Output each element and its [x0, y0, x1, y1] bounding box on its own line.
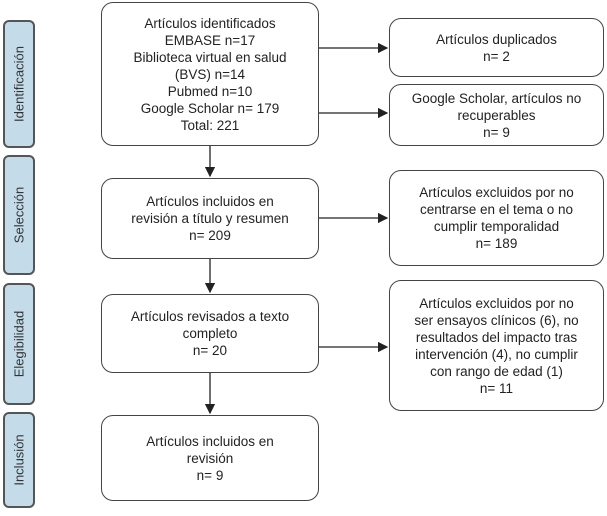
text-line: n= 9 — [483, 124, 510, 140]
text-line: n= 209 — [189, 228, 231, 243]
text-line: resultados del impacto tras — [415, 329, 578, 345]
text-line: (BVS) n=14 — [174, 66, 246, 82]
text-line: Artículos incluidos en — [146, 194, 274, 209]
text-line: n= 189 — [475, 236, 518, 251]
text-line: Total: 221 — [180, 117, 240, 133]
text-line: Artículos revisados a texto — [130, 309, 290, 324]
text-line: ser ensayos clínicos (6), no — [414, 312, 579, 328]
box-identified: Artículos identificados EMBASE n=17 Bibl… — [101, 2, 319, 146]
text-line: Artículos excluidos por no — [419, 185, 574, 200]
stage-inclusion: Inclusión — [3, 412, 35, 508]
text-line: n= 2 — [483, 48, 510, 64]
text-line: con rango de edad (1) — [430, 363, 563, 379]
text-line: Google Scholar, artículos no — [411, 90, 582, 106]
text-line: completo — [182, 326, 238, 341]
text-line: Artículos excluidos por no — [419, 295, 574, 311]
text-line: Artículos incluidos en — [146, 433, 274, 449]
text-line: EMBASE n=17 — [164, 32, 256, 48]
text-line: revisión — [186, 450, 234, 466]
text-line: Biblioteca virtual en salud — [133, 49, 287, 65]
text-line: n= 11 — [479, 380, 514, 396]
box-screened: Artículos incluidos en revisión a título… — [101, 178, 319, 259]
box-fulltext: Artículos revisados a texto completo n= … — [101, 294, 319, 373]
text-line: n= 9 — [196, 467, 224, 483]
text-line: n= 20 — [192, 343, 228, 358]
text-line: centrarse en el tema o no — [419, 202, 574, 217]
stage-seleccion: Selección — [3, 155, 35, 275]
text-line: Artículos identificados — [144, 15, 276, 31]
stage-elegibilidad: Elegibilidad — [3, 283, 35, 405]
box-included: Artículos incluidos en revisión n= 9 — [101, 415, 319, 501]
text-line: Google Scholar n= 179 — [140, 100, 280, 116]
text-line: revisión a título y resumen — [131, 211, 289, 226]
box-excluded-screening: Artículos excluidos por no centrarse en … — [389, 170, 604, 266]
text-line: Artículos duplicados — [436, 31, 557, 47]
text-line: intervención (4), no cumplir — [415, 346, 578, 362]
text-line: cumplir temporalidad — [433, 219, 560, 234]
box-excluded-eligibility: Artículos excluidos por no ser ensayos c… — [389, 280, 604, 411]
stage-identificacion: Identificación — [3, 20, 35, 148]
box-not-retrievable: Google Scholar, artículos no recuperable… — [389, 84, 604, 146]
text-line: recuperables — [457, 107, 536, 123]
text-line: Pubmed n=10 — [167, 83, 253, 99]
box-duplicates: Artículos duplicados n= 2 — [389, 18, 604, 77]
